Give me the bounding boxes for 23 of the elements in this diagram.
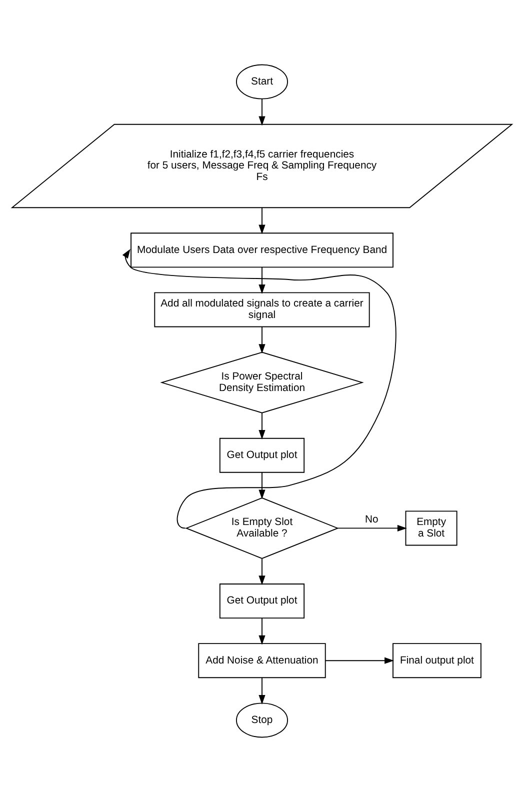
arrow — [258, 326, 266, 354]
node-ellipse: Stop — [236, 702, 288, 738]
node-diamond: Is Power Spectral Density Estimation — [160, 351, 364, 413]
node-box: Final output plot — [392, 642, 482, 678]
arrow — [258, 206, 266, 234]
node-ellipse: Start — [236, 64, 288, 99]
node-box: Empty a Slot — [405, 510, 458, 546]
arrow — [258, 676, 266, 704]
node-box: Get Output plot — [219, 583, 305, 618]
node-box: Get Output plot — [219, 437, 305, 472]
arrow — [258, 617, 266, 644]
arrow — [258, 266, 266, 294]
arrow — [258, 98, 266, 126]
arrow — [258, 558, 266, 585]
arrow — [337, 524, 407, 532]
node-box: Add Noise & Attenuation — [198, 642, 326, 678]
node-box: Add all modulated signals to create a carrier signal — [154, 292, 370, 327]
edge-label: No — [365, 514, 378, 525]
arrow — [258, 412, 266, 439]
arrow — [325, 656, 394, 664]
node-box: Modulate Users Data over respective Frequency Band — [130, 232, 394, 268]
arrow — [258, 471, 266, 499]
node-diamond: Is Empty Slot Available ? — [185, 496, 339, 558]
